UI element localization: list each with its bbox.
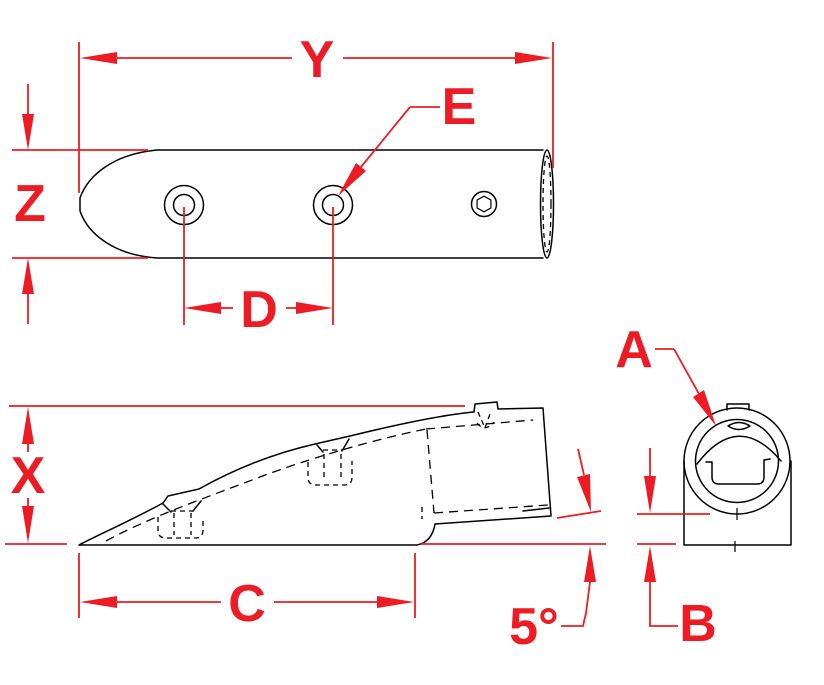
x-dim-label: X — [11, 447, 46, 505]
top-view-outline — [79, 149, 544, 259]
e-leader-diagonal — [360, 106, 411, 168]
d-arrowhead-left — [184, 302, 221, 314]
tube-inner-circle — [694, 418, 780, 504]
hole-2-cut-left-edge — [316, 444, 324, 453]
wedge-hidden-edge — [105, 428, 427, 542]
z-arrowhead-bottom — [22, 258, 34, 294]
hole-2-exit-hidden — [307, 461, 353, 486]
angle-arrowhead-bottom — [584, 546, 596, 582]
dimension-b: B — [637, 448, 717, 653]
set-screw-hidden-vee — [477, 410, 492, 430]
dimension-z: Z — [12, 84, 148, 324]
angle-slanted-reference — [556, 510, 602, 519]
y-dim-label: Y — [300, 31, 335, 89]
c-arrowhead-right — [377, 596, 414, 608]
b-dim-label: B — [679, 595, 717, 653]
b-arrowhead-top — [644, 476, 656, 513]
angle-leader — [561, 581, 591, 627]
x-arrowhead-bottom — [22, 506, 34, 543]
socket-bore-end-hidden — [426, 429, 435, 514]
y-arrowhead-left — [80, 52, 117, 64]
socket-bore-top-hidden — [425, 419, 534, 430]
angle-arrowhead-top — [577, 474, 591, 512]
dimension-angle: 5° — [421, 448, 606, 656]
c-arrowhead-left — [80, 596, 117, 608]
z-arrowhead-top — [22, 114, 34, 150]
socket-rim-edge — [522, 507, 550, 512]
dimension-x: X — [5, 405, 465, 545]
c-dim-label: C — [228, 575, 266, 633]
side-view-outline — [78, 401, 552, 546]
set-screw-hole — [470, 190, 498, 218]
z-dim-label: Z — [14, 175, 46, 233]
a-arrowhead — [693, 390, 716, 426]
e-arrowhead — [338, 163, 366, 196]
a-dim-label: A — [615, 321, 653, 379]
bore-back-arc — [696, 435, 782, 465]
dimension-c: C — [78, 553, 416, 633]
top-tab — [726, 403, 750, 411]
set-screw-lens — [727, 421, 751, 431]
angle-arrow-tail-top — [577, 448, 585, 476]
tube-end-ellipse — [539, 149, 555, 259]
set-screw-hidden-arc — [476, 421, 495, 429]
d-arrowhead-right — [296, 302, 333, 314]
base-channel — [705, 458, 771, 485]
hole-2-cut-right-edge — [341, 438, 350, 452]
tube-bore-hidden-ellipse — [542, 155, 552, 253]
y-arrowhead-right — [515, 52, 552, 64]
leader-a: A — [615, 321, 716, 426]
hole-1-cut-right-edge — [192, 500, 202, 512]
x-arrowhead-top — [22, 407, 34, 444]
dimension-y: Y — [78, 31, 554, 193]
leader-e: E — [338, 78, 476, 196]
dimension-d: D — [183, 207, 334, 339]
a-leader-diagonal — [673, 348, 700, 395]
e-dim-label: E — [442, 78, 477, 136]
side-view — [78, 401, 552, 546]
end-view — [683, 403, 792, 552]
hole-1-exit-hidden — [157, 517, 204, 539]
top-view — [79, 149, 555, 259]
b-arrowhead-bottom — [644, 546, 656, 582]
hole-1-cut-left-edge — [162, 503, 172, 513]
d-dim-label: D — [240, 281, 278, 339]
angle-dim-label: 5° — [509, 598, 559, 656]
socket-bore-bottom-hidden — [433, 504, 549, 514]
end-view-base — [683, 460, 792, 546]
b-leader — [649, 582, 678, 627]
set-screw-hex-socket — [476, 195, 492, 213]
